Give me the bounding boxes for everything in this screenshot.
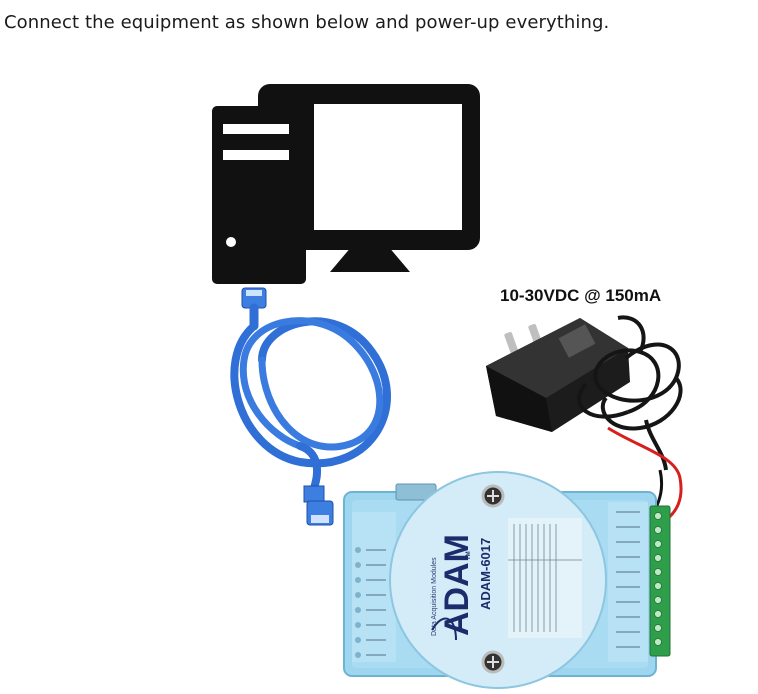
module-brand: ADAM xyxy=(438,534,476,636)
instruction-text: Connect the equipment as shown below and… xyxy=(4,12,610,33)
daq-module-icon: ADAM TM ADAM-6017 Data Acquisition Modul… xyxy=(343,471,671,689)
module-subtitle: Data Acquisition Modules xyxy=(431,557,438,636)
ethernet-cable-icon xyxy=(230,287,391,526)
power-label: 10-30VDC @ 150mA xyxy=(500,286,661,305)
module-model: ADAM-6017 xyxy=(478,538,493,610)
power-adapter-icon xyxy=(486,315,683,522)
module-trademark: TM xyxy=(466,551,472,560)
desktop-computer-icon xyxy=(212,84,480,284)
